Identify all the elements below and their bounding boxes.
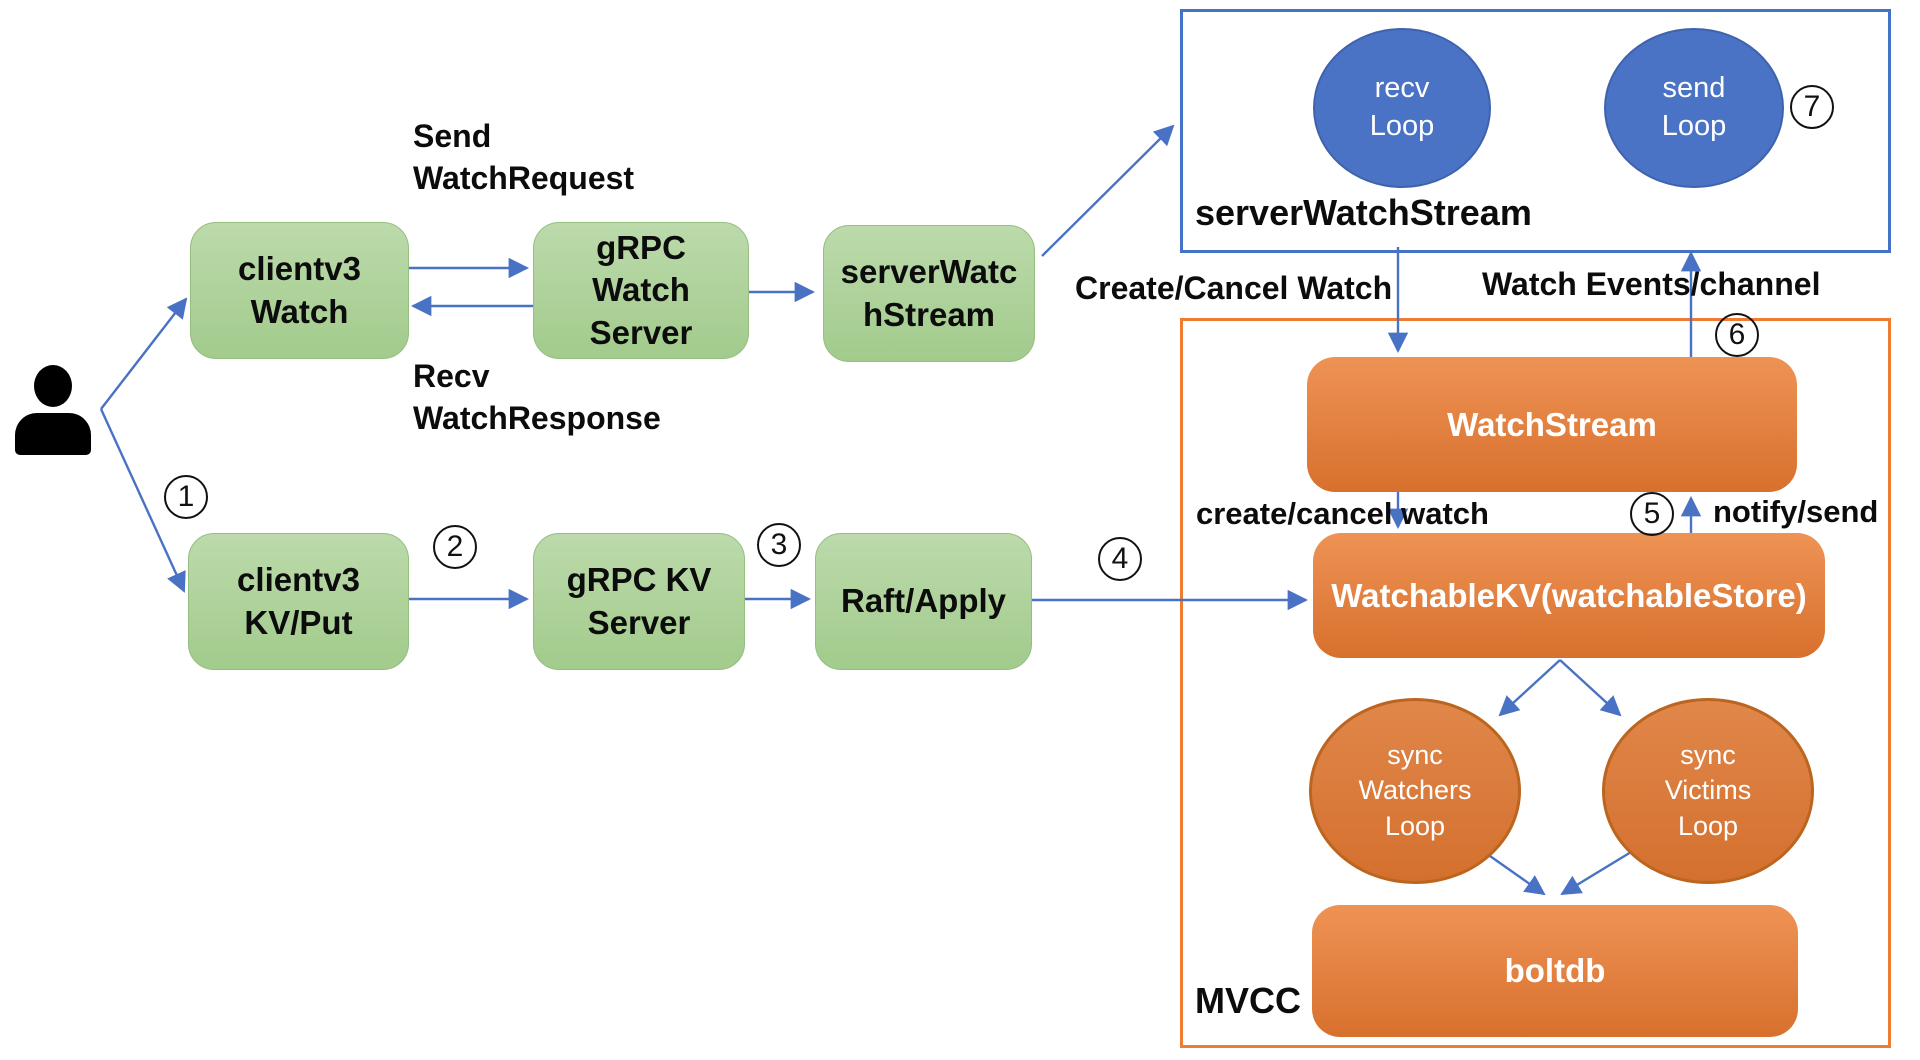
label-notify-send: notify/send xyxy=(1713,494,1879,529)
mvcc-group-frame xyxy=(1180,318,1891,1048)
person-icon-body xyxy=(15,413,91,455)
label-recv-watch-response: Recv WatchResponse xyxy=(413,358,661,436)
person-icon xyxy=(15,365,91,455)
arrow-user-to-clientv3-watch xyxy=(100,297,188,410)
node-raft-apply: Raft/Apply xyxy=(815,533,1032,670)
node-sync-victims-loop: sync Victims Loop xyxy=(1602,698,1814,884)
step-badge-7: 7 xyxy=(1790,85,1834,129)
label-send-watch-request: Send WatchRequest xyxy=(413,118,635,196)
person-icon-head xyxy=(34,365,72,407)
step-badge-6: 6 xyxy=(1715,313,1759,357)
node-send-loop: send Loop xyxy=(1604,28,1784,188)
node-boltdb: boltdb xyxy=(1312,905,1798,1037)
node-watchable-kv: WatchableKV(watchableStore) xyxy=(1313,533,1825,658)
server-watch-stream-group-title: serverWatchStream xyxy=(1195,192,1532,233)
node-grpc-kv-server: gRPC KV Server xyxy=(533,533,745,670)
node-clientv3-watch: clientv3 Watch xyxy=(190,222,409,359)
label-create-cancel-watch-lower: create/cancel watch xyxy=(1196,496,1489,531)
step-badge-3: 3 xyxy=(757,523,801,567)
step-badge-5: 5 xyxy=(1630,492,1674,536)
mvcc-group-title: MVCC xyxy=(1195,980,1301,1021)
node-sync-watchers-loop: sync Watchers Loop xyxy=(1309,698,1521,884)
step-badge-2: 2 xyxy=(433,525,477,569)
node-recv-loop: recv Loop xyxy=(1313,28,1491,188)
label-watch-events-channel: Watch Events/channel xyxy=(1482,266,1821,302)
node-server-watch-stream-box: serverWatc hStream xyxy=(823,225,1035,362)
node-clientv3-kv-put: clientv3 KV/Put xyxy=(188,533,409,670)
node-watch-stream: WatchStream xyxy=(1307,357,1797,492)
server-watch-stream-group-frame xyxy=(1180,9,1891,253)
arrow-server-watch-stream-to-group xyxy=(1041,124,1175,257)
step-badge-1: 1 xyxy=(164,475,208,519)
label-create-cancel-watch: Create/Cancel Watch xyxy=(1075,270,1393,306)
node-grpc-watch-server: gRPC Watch Server xyxy=(533,222,749,359)
step-badge-4: 4 xyxy=(1098,537,1142,581)
